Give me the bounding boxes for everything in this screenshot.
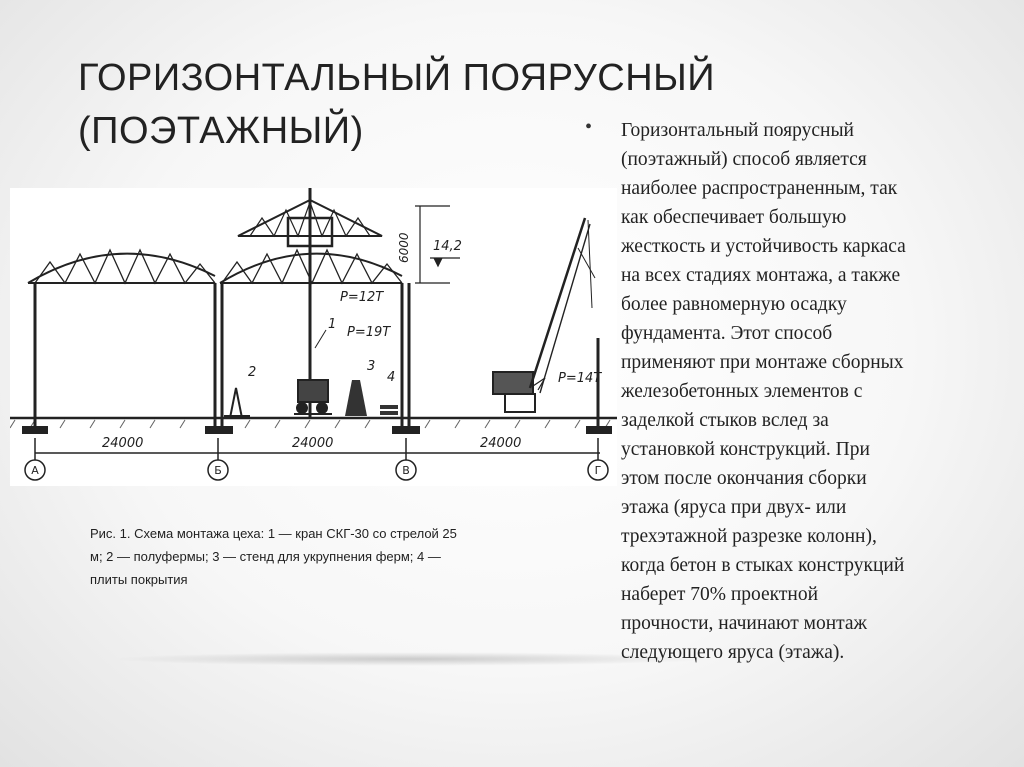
bullet-line: прочности, начинают монтаж xyxy=(621,613,868,634)
workshop-assembly-diagram: 6000 14,2 P=12T P=19T P=14T 1 2 3 4 xyxy=(10,188,617,486)
crane-1 xyxy=(294,379,332,415)
axis-label-b: Б xyxy=(214,464,222,477)
bullet-line: наберет 70% проектной xyxy=(621,584,819,605)
ground-hatch xyxy=(10,419,611,429)
bullet-line: заделкой стыков вслед за xyxy=(621,410,829,431)
height-dimension xyxy=(415,205,460,284)
bullet-line: (поэтажный) способ является xyxy=(621,149,867,170)
bullet-line: трехэтажной разрезке колонн), xyxy=(621,526,877,547)
load-label-3: P=14T xyxy=(558,371,602,386)
span-label-2: 24000 xyxy=(292,436,333,451)
bullet-paragraph: Горизонтальный поярусный (поэтажный) спо… xyxy=(621,116,1001,667)
figure-caption: Рис. 1. Схема монтажа цеха: 1 — кран СКГ… xyxy=(90,522,500,591)
bullet-line: этажа (яруса при двух- или xyxy=(621,497,847,518)
item-number-2: 2 xyxy=(248,365,256,380)
title-line-2: (ПОЭТАЖНЫЙ) xyxy=(78,110,364,152)
axis-label-g: Г xyxy=(595,464,602,477)
half-truss xyxy=(224,387,250,419)
crawler-crane xyxy=(492,217,596,413)
bullet-line: применяют при монтаже сборных xyxy=(621,352,904,373)
bullet-line: более равномерную осадку xyxy=(621,294,847,315)
dim-height-label: 6000 xyxy=(397,232,411,263)
decorative-shadow xyxy=(110,652,710,666)
dim-elevation-label: 14,2 xyxy=(433,239,462,254)
caption-line-2: м; 2 — полуфермы; 3 — стенд для укрупнен… xyxy=(90,549,441,564)
slide-title: ГОРИЗОНТАЛЬНЫЙ ПОЯРУСНЫЙ (ПОЭТАЖНЫЙ) xyxy=(78,52,798,158)
bullet-dot-icon: • xyxy=(585,116,593,138)
bullet-line: железобетонных элементов с xyxy=(621,381,863,402)
truss-stand xyxy=(345,380,367,416)
bullet-line: как обеспечивает большую xyxy=(621,207,847,228)
span-dimension-line xyxy=(34,438,600,460)
axis-markers xyxy=(24,459,609,481)
columns xyxy=(33,283,600,426)
bullet-line: этом после окончания сборки xyxy=(621,468,867,489)
caption-line-1: Рис. 1. Схема монтажа цеха: 1 — кран СКГ… xyxy=(90,526,457,541)
footings xyxy=(22,426,612,434)
item-number-1: 1 xyxy=(328,317,336,332)
bullet-line: наиболее распространенным, так xyxy=(621,178,898,199)
span-label-1: 24000 xyxy=(102,436,143,451)
bullet-line: установкой конструкций. При xyxy=(621,439,870,460)
item-number-4: 4 xyxy=(387,370,395,385)
span-label-3: 24000 xyxy=(480,436,521,451)
axis-label-a: А xyxy=(31,464,39,477)
axis-label-v: В xyxy=(402,464,410,477)
caption-line-3: плиты покрытия xyxy=(90,572,188,587)
bullet-line: жесткость и устойчивость каркаса xyxy=(621,236,906,257)
title-line-1: ГОРИЗОНТАЛЬНЫЙ ПОЯРУСНЫЙ xyxy=(78,57,716,99)
item-number-3: 3 xyxy=(367,359,375,374)
bullet-line: на всех стадиях монтажа, а также xyxy=(621,265,901,286)
bullet-line: когда бетон в стыках конструкций xyxy=(621,555,905,576)
bullet-line: следующего яруса (этажа). xyxy=(621,642,845,663)
bullet-line: фундамента. Этот способ xyxy=(621,323,833,344)
roof-slabs xyxy=(380,405,398,415)
bullet-line: Горизонтальный поярусный xyxy=(621,120,854,141)
load-label-2: P=19T xyxy=(347,325,391,340)
roof-truss-1 xyxy=(27,248,216,285)
load-label-1: P=12T xyxy=(340,290,384,305)
